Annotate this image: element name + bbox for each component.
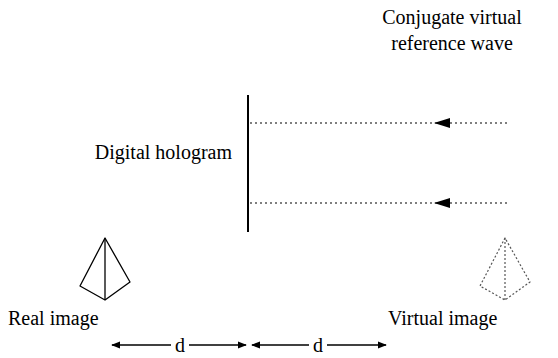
reference-rays xyxy=(250,118,508,208)
hologram-plate xyxy=(247,95,249,232)
hologram-label: Digital hologram xyxy=(95,140,232,164)
real-image-pyramid xyxy=(80,238,130,300)
virtual-image-pyramid xyxy=(480,238,530,300)
image-label: Virtual image xyxy=(388,306,497,330)
distance-label: d xyxy=(309,335,327,355)
image-label: Real image xyxy=(8,306,99,330)
distance-label: d xyxy=(171,335,189,355)
wave-label: Conjugate virtual reference wave xyxy=(355,4,550,56)
distance-arrows xyxy=(112,344,386,345)
